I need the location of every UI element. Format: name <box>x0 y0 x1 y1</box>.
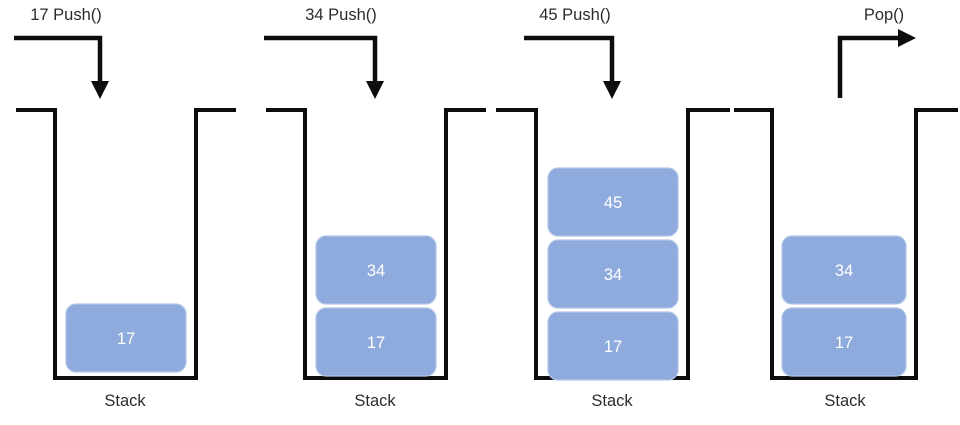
stack-cell-value: 34 <box>367 262 385 280</box>
stack-cell: 34 <box>315 235 437 305</box>
stack-cell: 17 <box>547 311 679 381</box>
stack-container-outline <box>734 108 958 380</box>
stack-cell-value: 45 <box>604 194 622 212</box>
operation-label: 45 Push() <box>539 6 611 24</box>
pop-arrow-shaft <box>837 35 899 98</box>
stack-cell: 17 <box>65 303 187 373</box>
operation-arrow <box>837 29 916 98</box>
stack-container-outline <box>266 108 486 380</box>
push-arrow-shaft <box>524 35 615 82</box>
stack-cell: 34 <box>781 235 907 305</box>
stack-container-outline <box>16 108 236 380</box>
stack-cell-box <box>781 235 907 305</box>
stack-cell-box <box>315 235 437 305</box>
push-arrow-shaft <box>264 35 378 82</box>
operation-arrow <box>14 35 109 99</box>
stack-cell: 17 <box>781 307 907 377</box>
operation-arrow <box>264 35 384 99</box>
stack-cell-box <box>547 239 679 309</box>
push-arrow-head-down-icon <box>603 81 621 99</box>
stack-cell: 45 <box>547 167 679 237</box>
operation-label: Pop() <box>864 6 904 24</box>
stack-cell-value: 17 <box>117 330 135 348</box>
push-arrow-head-down-icon <box>91 81 109 99</box>
stack-cell-box <box>547 167 679 237</box>
stack-cell-value: 34 <box>835 262 853 280</box>
stack-cell-value: 34 <box>604 266 622 284</box>
operation-label: 34 Push() <box>305 6 377 24</box>
pop-arrow-head-right-icon <box>898 29 916 47</box>
push-arrow-shaft <box>14 35 103 82</box>
stack-caption: Stack <box>104 392 146 410</box>
stack-cell-box <box>65 303 187 373</box>
operation-arrow <box>524 35 621 99</box>
stack-cell-value: 17 <box>835 334 853 352</box>
stack-cell: 17 <box>315 307 437 377</box>
stack-cell-box <box>781 307 907 377</box>
stack-cell-box <box>315 307 437 377</box>
stack-caption: Stack <box>591 392 633 410</box>
stack-caption: Stack <box>824 392 866 410</box>
stack-cell-box <box>547 311 679 381</box>
stack-caption: Stack <box>354 392 396 410</box>
push-arrow-head-down-icon <box>366 81 384 99</box>
operation-label: 17 Push() <box>30 6 102 24</box>
stack-cell-value: 17 <box>367 334 385 352</box>
stack-cell: 34 <box>547 239 679 309</box>
stack-cell-value: 17 <box>604 338 622 356</box>
